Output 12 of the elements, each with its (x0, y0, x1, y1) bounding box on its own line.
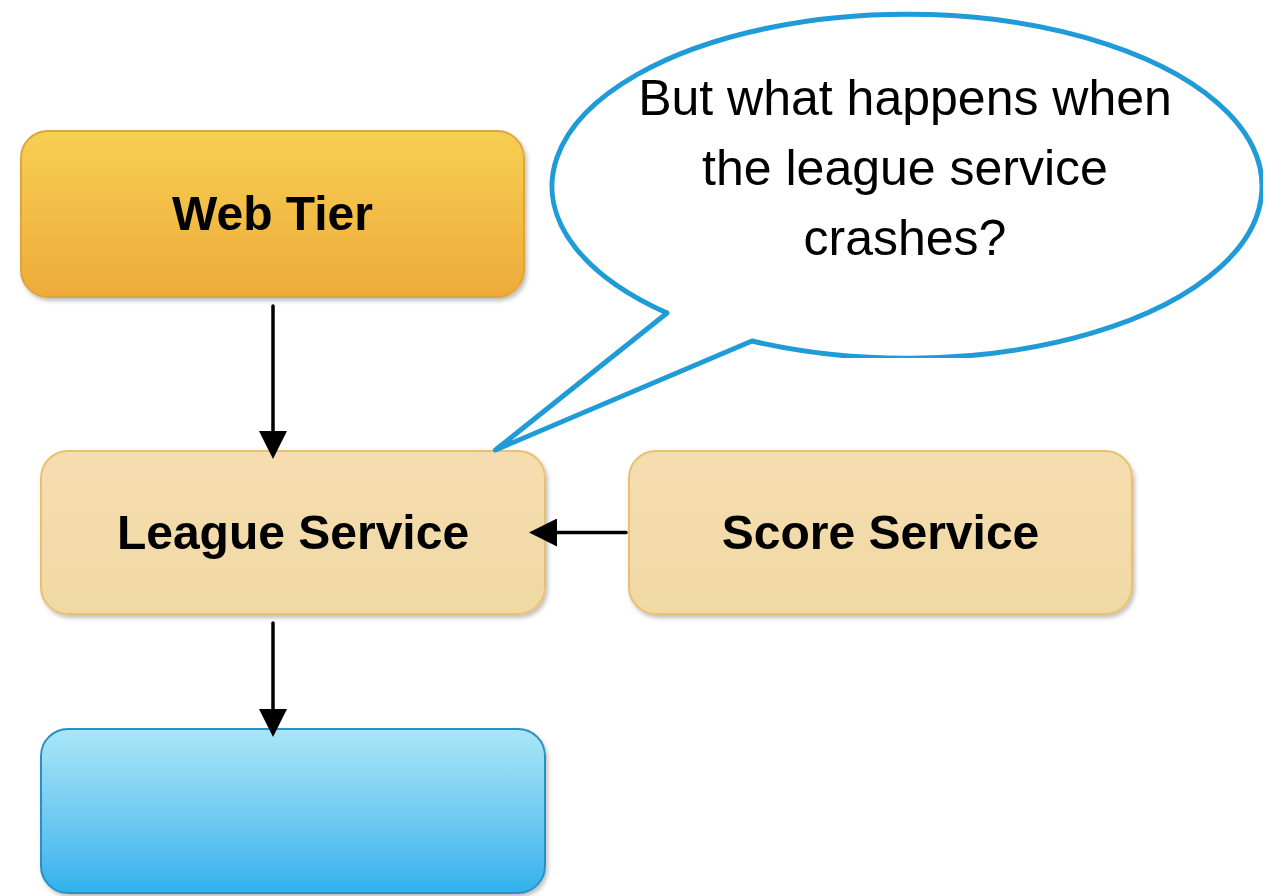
service-box (20, 130, 525, 298)
service-box (40, 450, 546, 615)
box-label: Web Tier (172, 186, 373, 242)
speech-text: But what happens when the league service crashes? (637, 69, 1173, 268)
box-label: League Service (116, 504, 470, 561)
speech-bubble-tail (492, 310, 755, 453)
box-label: Score Service (721, 504, 1040, 561)
arrow (529, 518, 628, 547)
database-box (40, 728, 546, 894)
service-box (628, 450, 1133, 615)
arrow (259, 621, 287, 737)
arrow (259, 304, 287, 459)
